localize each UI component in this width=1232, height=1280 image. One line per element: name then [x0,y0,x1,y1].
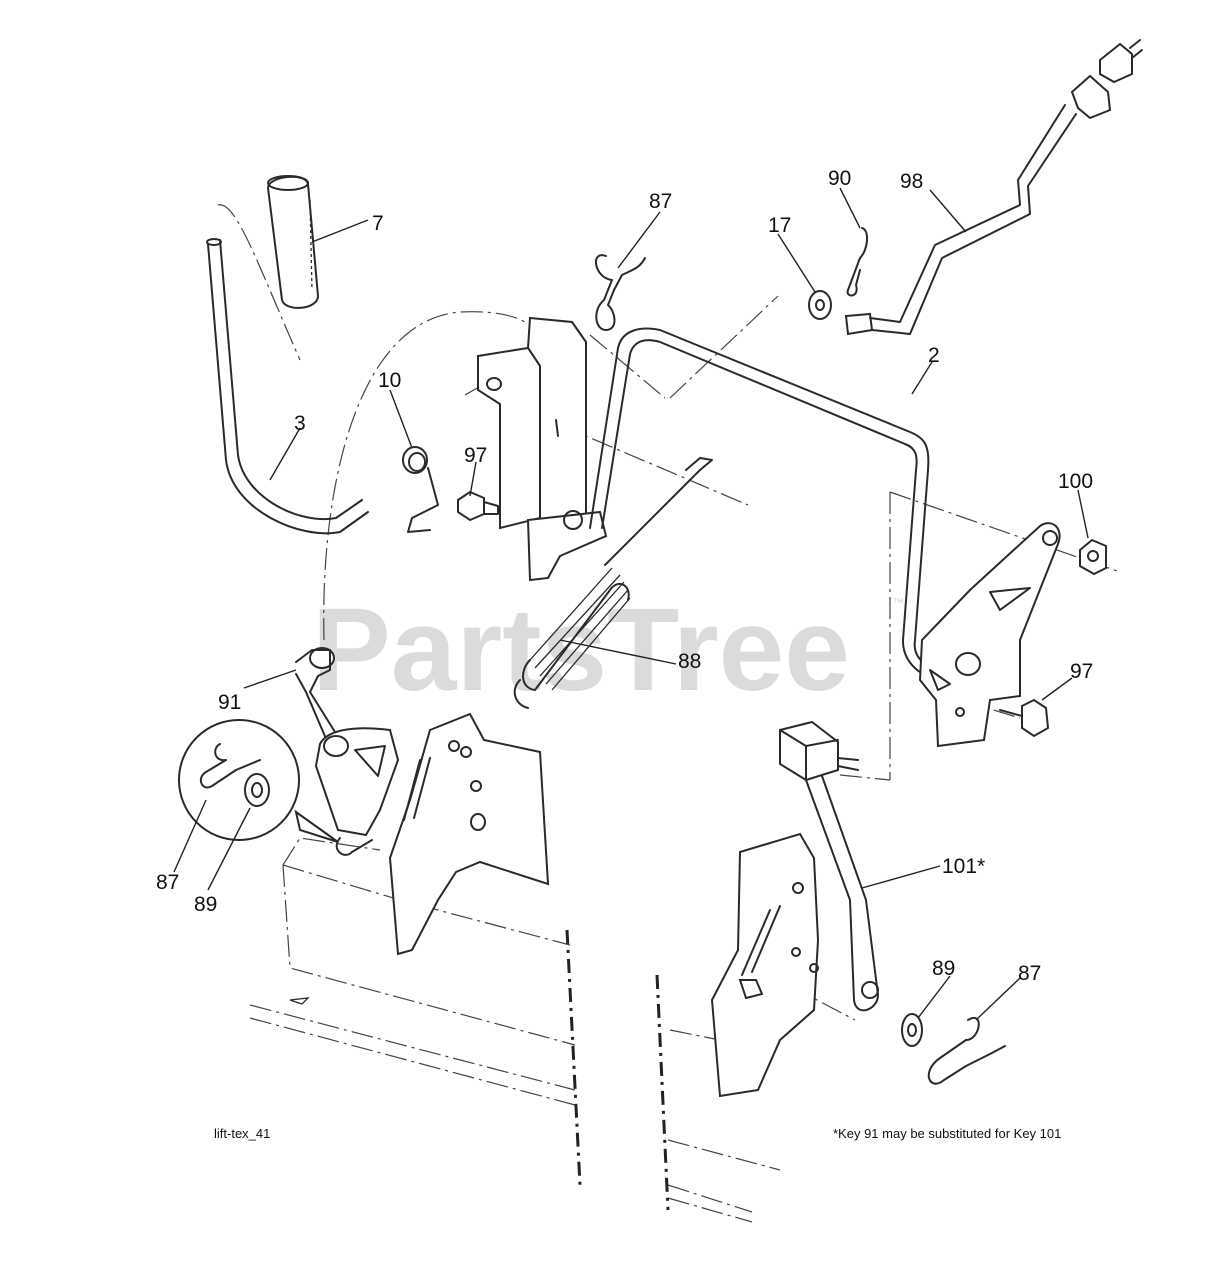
callout-7: 7 [372,212,384,235]
callout-2: 2 [928,344,940,367]
right-side-plate [710,832,820,1098]
part-101-link-arm [779,720,879,1012]
leader-lines [173,187,1089,1021]
callout-98: 98 [900,170,923,193]
callout-88: 88 [678,650,701,673]
part-10-spring [402,446,439,533]
callout-97-lower: 97 [1070,660,1093,683]
callout-100: 100 [1058,470,1093,493]
right-bracket [918,522,1061,748]
callout-89-lower: 89 [932,957,955,980]
callout-91: 91 [218,691,241,714]
upper-bracket [477,316,608,582]
callout-97-upper: 97 [464,444,487,467]
callout-3: 3 [294,412,306,435]
substitution-note: *Key 91 may be substituted for Key 101 [833,1126,1061,1141]
callout-90: 90 [828,167,851,190]
left-side-plate [388,712,550,956]
watermark-text: PartsTree [312,584,850,716]
callout-10: 10 [378,369,401,392]
detail-inset [178,719,339,843]
callout-87-lower: 87 [1018,962,1041,985]
part-7-handle-grip [266,175,320,309]
part-3-lift-handle [206,238,369,535]
part-100-nut [1079,538,1107,576]
part-87-clip-upper [595,254,646,331]
part-98-adjustment-rod [844,39,1143,336]
callout-87-upper: 87 [649,190,672,213]
callout-labels: 7 3 10 97 87 17 90 98 2 100 97 88 91 87 … [156,167,1093,985]
part-90-clip [846,227,868,297]
callout-17: 17 [768,214,791,237]
part-87-clip-lower [927,1017,1006,1085]
watermark-trademark: ™ [893,597,904,609]
callout-101: 101* [942,855,985,878]
callout-89-inset: 89 [194,893,217,916]
callout-87-inset: 87 [156,871,179,894]
part-17-washer [808,290,832,320]
figure-id-caption: lift-tex_41 [214,1126,270,1141]
mower-deck-outline [249,837,781,1223]
part-97-bolt-lower [999,698,1050,738]
part-88-extension-spring [513,457,713,709]
part-97-bolt-upper [457,490,499,522]
part-89-washer-lower [901,1013,923,1047]
